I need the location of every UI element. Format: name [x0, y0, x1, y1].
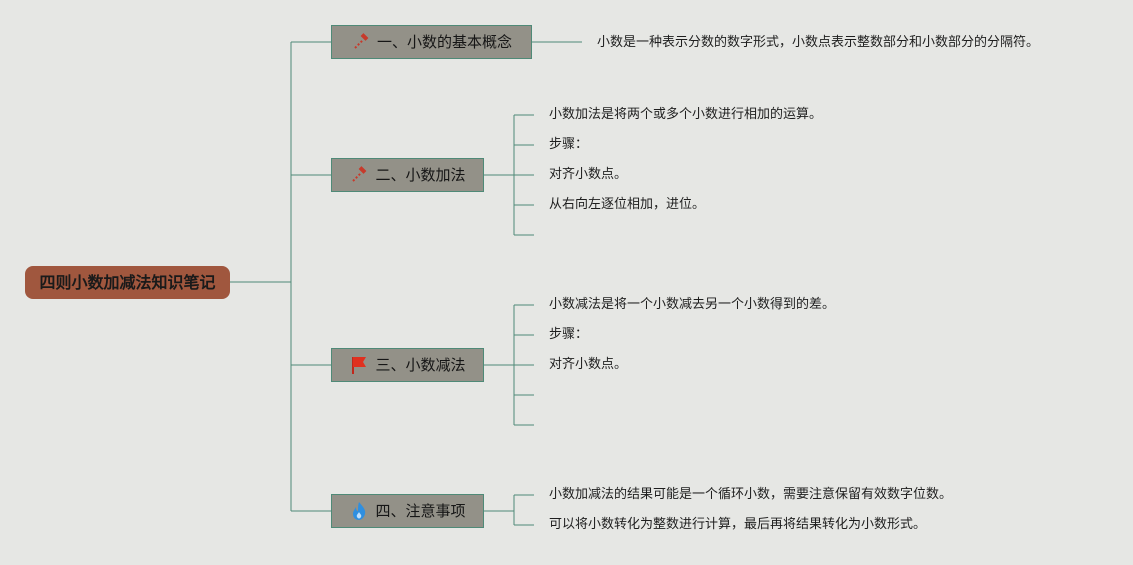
branch-label: 二、小数加法: [375, 166, 466, 184]
leaf-text: 可以将小数转化为整数进行计算，最后再将结果转化为小数形式。: [549, 517, 927, 532]
leaf-text: 小数加减法的结果可能是一个循环小数，需要注意保留有效数字位数。: [549, 487, 953, 502]
leaf-text: 小数加法是将两个或多个小数进行相加的运算。: [549, 107, 823, 122]
branch-decimal-addition[interactable]: 二、小数加法: [331, 158, 484, 192]
branch-basic-concept[interactable]: 一、小数的基本概念: [331, 25, 532, 59]
hammer-icon: [349, 165, 369, 185]
leaf-text: 步骤：: [549, 327, 589, 342]
leaf-text: 对齐小数点。: [549, 167, 628, 182]
blue-flame-icon: [349, 501, 369, 521]
leaf-text: 小数减法是将一个小数减去另一个小数得到的差。: [549, 297, 836, 312]
red-flag-icon: [349, 355, 369, 375]
branch-decimal-subtraction[interactable]: 三、小数减法: [331, 348, 484, 382]
branch-label: 一、小数的基本概念: [376, 33, 512, 51]
branch-notes[interactable]: 四、注意事项: [331, 494, 484, 528]
branch-label: 四、注意事项: [375, 502, 466, 520]
leaf-text: 对齐小数点。: [549, 357, 628, 372]
root-topic[interactable]: 四则小数加减法知识笔记: [25, 266, 230, 299]
branch-label: 三、小数减法: [375, 356, 466, 374]
leaf-text: 从右向左逐位相加，进位。: [549, 197, 706, 212]
leaf-text: 小数是一种表示分数的数字形式，小数点表示整数部分和小数部分的分隔符。: [597, 35, 1040, 50]
leaf-text: 步骤：: [549, 137, 589, 152]
hammer-icon: [351, 32, 371, 52]
